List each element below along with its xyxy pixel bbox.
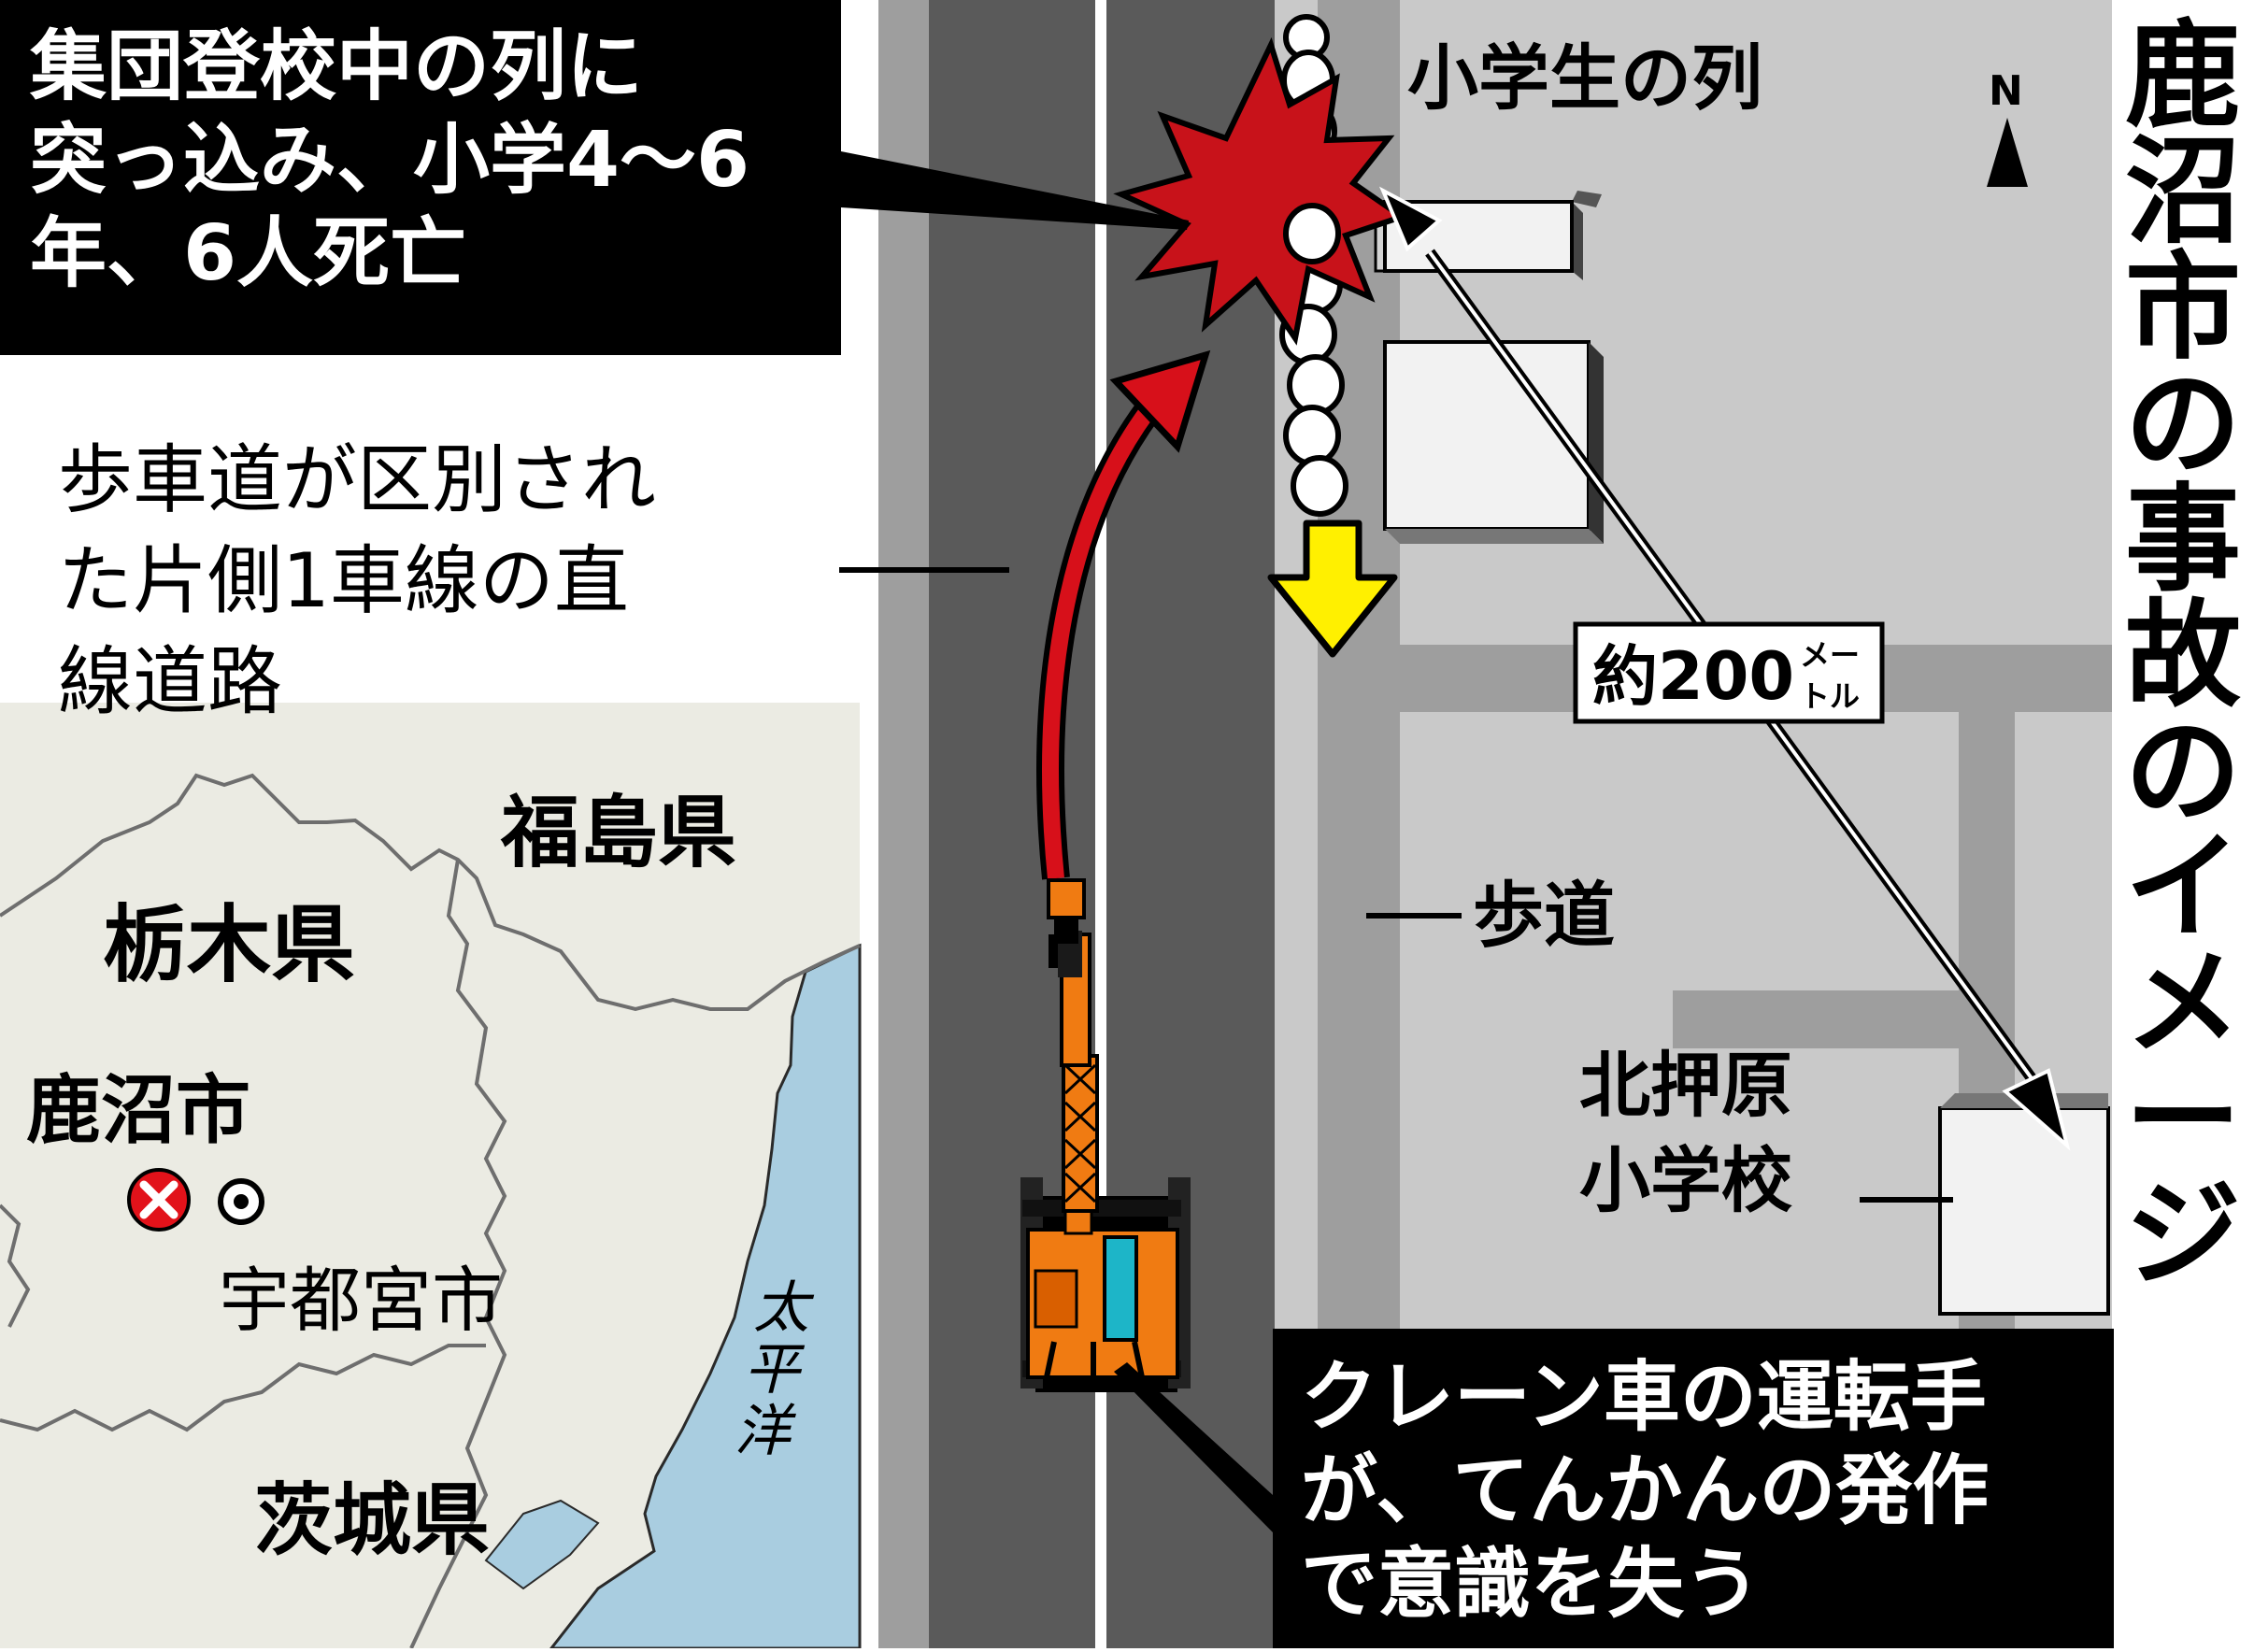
main-title: 鹿 沼 市 の 事 故 の イ メ ー ジ <box>2118 19 2248 1293</box>
prefecture-border-south <box>0 1344 486 1432</box>
inset-map: 福島県 栃木県 鹿沼市 宇都宮市 茨城県 太 平 洋 <box>0 703 862 1650</box>
sidewalk-label: 歩道 <box>1473 874 1615 957</box>
inset-map-lake <box>484 1499 600 1590</box>
driver-callout-line-3: で意識を失う <box>1301 1540 1762 1629</box>
school-label-line1: 北押原 <box>1579 1044 1792 1127</box>
road-description-line-3: 線道路 <box>58 638 282 725</box>
pacific-label-2: 平 <box>744 1337 806 1403</box>
pacific-label: 太 平 洋 <box>735 1275 815 1464</box>
crane-truck <box>1020 878 1191 1392</box>
students-row-label: 小学生の列 <box>1407 36 1762 120</box>
distance-arrowhead-top <box>1378 186 1443 252</box>
title-char: の <box>2124 357 2241 491</box>
driver-callout-line-2: が、てんかんの発作 <box>1301 1446 1990 1535</box>
north-indicator: N <box>1987 67 2028 187</box>
distance-unit-top: メー <box>1800 637 1860 673</box>
ibaraki-label: 茨城県 <box>254 1474 490 1566</box>
students-direction-arrow <box>1267 520 1398 658</box>
title-char: 鹿 <box>2124 9 2241 144</box>
crash-callout-line-3: 年、6人死亡 <box>30 209 467 298</box>
distance-unit-bottom: トル <box>1800 678 1860 714</box>
road-description-line-1: 歩車道が区別され <box>58 436 656 523</box>
title-char: ジ <box>2124 1168 2241 1303</box>
crash-burst <box>1113 36 1408 346</box>
crash-callout: 集団登校中の列に 突っ込み、小学4〜6 年、6人死亡 <box>0 0 841 355</box>
road-center-line <box>1095 0 1106 1648</box>
student-front <box>1283 203 1341 264</box>
title-char: 事 <box>2124 473 2241 607</box>
prefecture-border-east <box>409 859 507 1649</box>
driver-callout-pointer <box>1114 1362 1273 1532</box>
driver-callout-line-1: クレーン車の運転手 <box>1301 1353 1987 1442</box>
road-description-line-2: た片側1車線の直 <box>58 537 629 624</box>
inset-map-sea <box>548 943 862 1650</box>
crash-callout-line-2: 突っ込み、小学4〜6 <box>30 116 750 205</box>
title-char: イ <box>2124 820 2241 955</box>
distance-arrowhead-bottom <box>2002 1068 2071 1151</box>
school-label-line2: 小学校 <box>1579 1139 1792 1222</box>
utsunomiya-label: 宇都宮市 <box>219 1259 503 1342</box>
prefecture-border-west <box>0 1203 31 1328</box>
title-char: ー <box>2124 1052 2241 1187</box>
utsunomiya-city-icon <box>218 1178 264 1225</box>
crash-callout-line-1: 集団登校中の列に <box>30 22 644 111</box>
side-street-lower <box>1673 990 1959 1048</box>
kanuma-label: 鹿沼市 <box>26 1067 250 1154</box>
title-char: 沼 <box>2124 125 2241 260</box>
prefecture-border-north <box>0 773 861 1012</box>
fukushima-label: 福島県 <box>500 787 736 878</box>
crane-trajectory-arrow <box>1036 349 1211 880</box>
accident-location-icon <box>127 1168 191 1232</box>
driver-callout: クレーン車の運転手 が、てんかんの発作 で意識を失う <box>1273 1329 2114 1648</box>
pacific-label-1: 太 <box>753 1275 815 1341</box>
north-arrow-icon <box>1987 118 2028 187</box>
road-description: 歩車道が区別され た片側1車線の直 線道路 <box>58 430 862 733</box>
road-west-sidewalk <box>878 0 929 1648</box>
building-4 <box>1938 1093 2110 1316</box>
distance-label-box: 約200 メー トル <box>1573 621 1885 724</box>
north-label: N <box>1989 67 2023 115</box>
tochigi-label: 栃木県 <box>103 896 355 994</box>
distance-number: 約200 <box>1592 638 1794 715</box>
title-char: 市 <box>2124 241 2241 376</box>
title-char: 故 <box>2124 589 2241 723</box>
title-char: メ <box>2124 936 2241 1071</box>
crash-callout-pointer <box>841 151 1189 230</box>
title-char: の <box>2124 705 2241 839</box>
pacific-label-3: 洋 <box>735 1399 796 1464</box>
